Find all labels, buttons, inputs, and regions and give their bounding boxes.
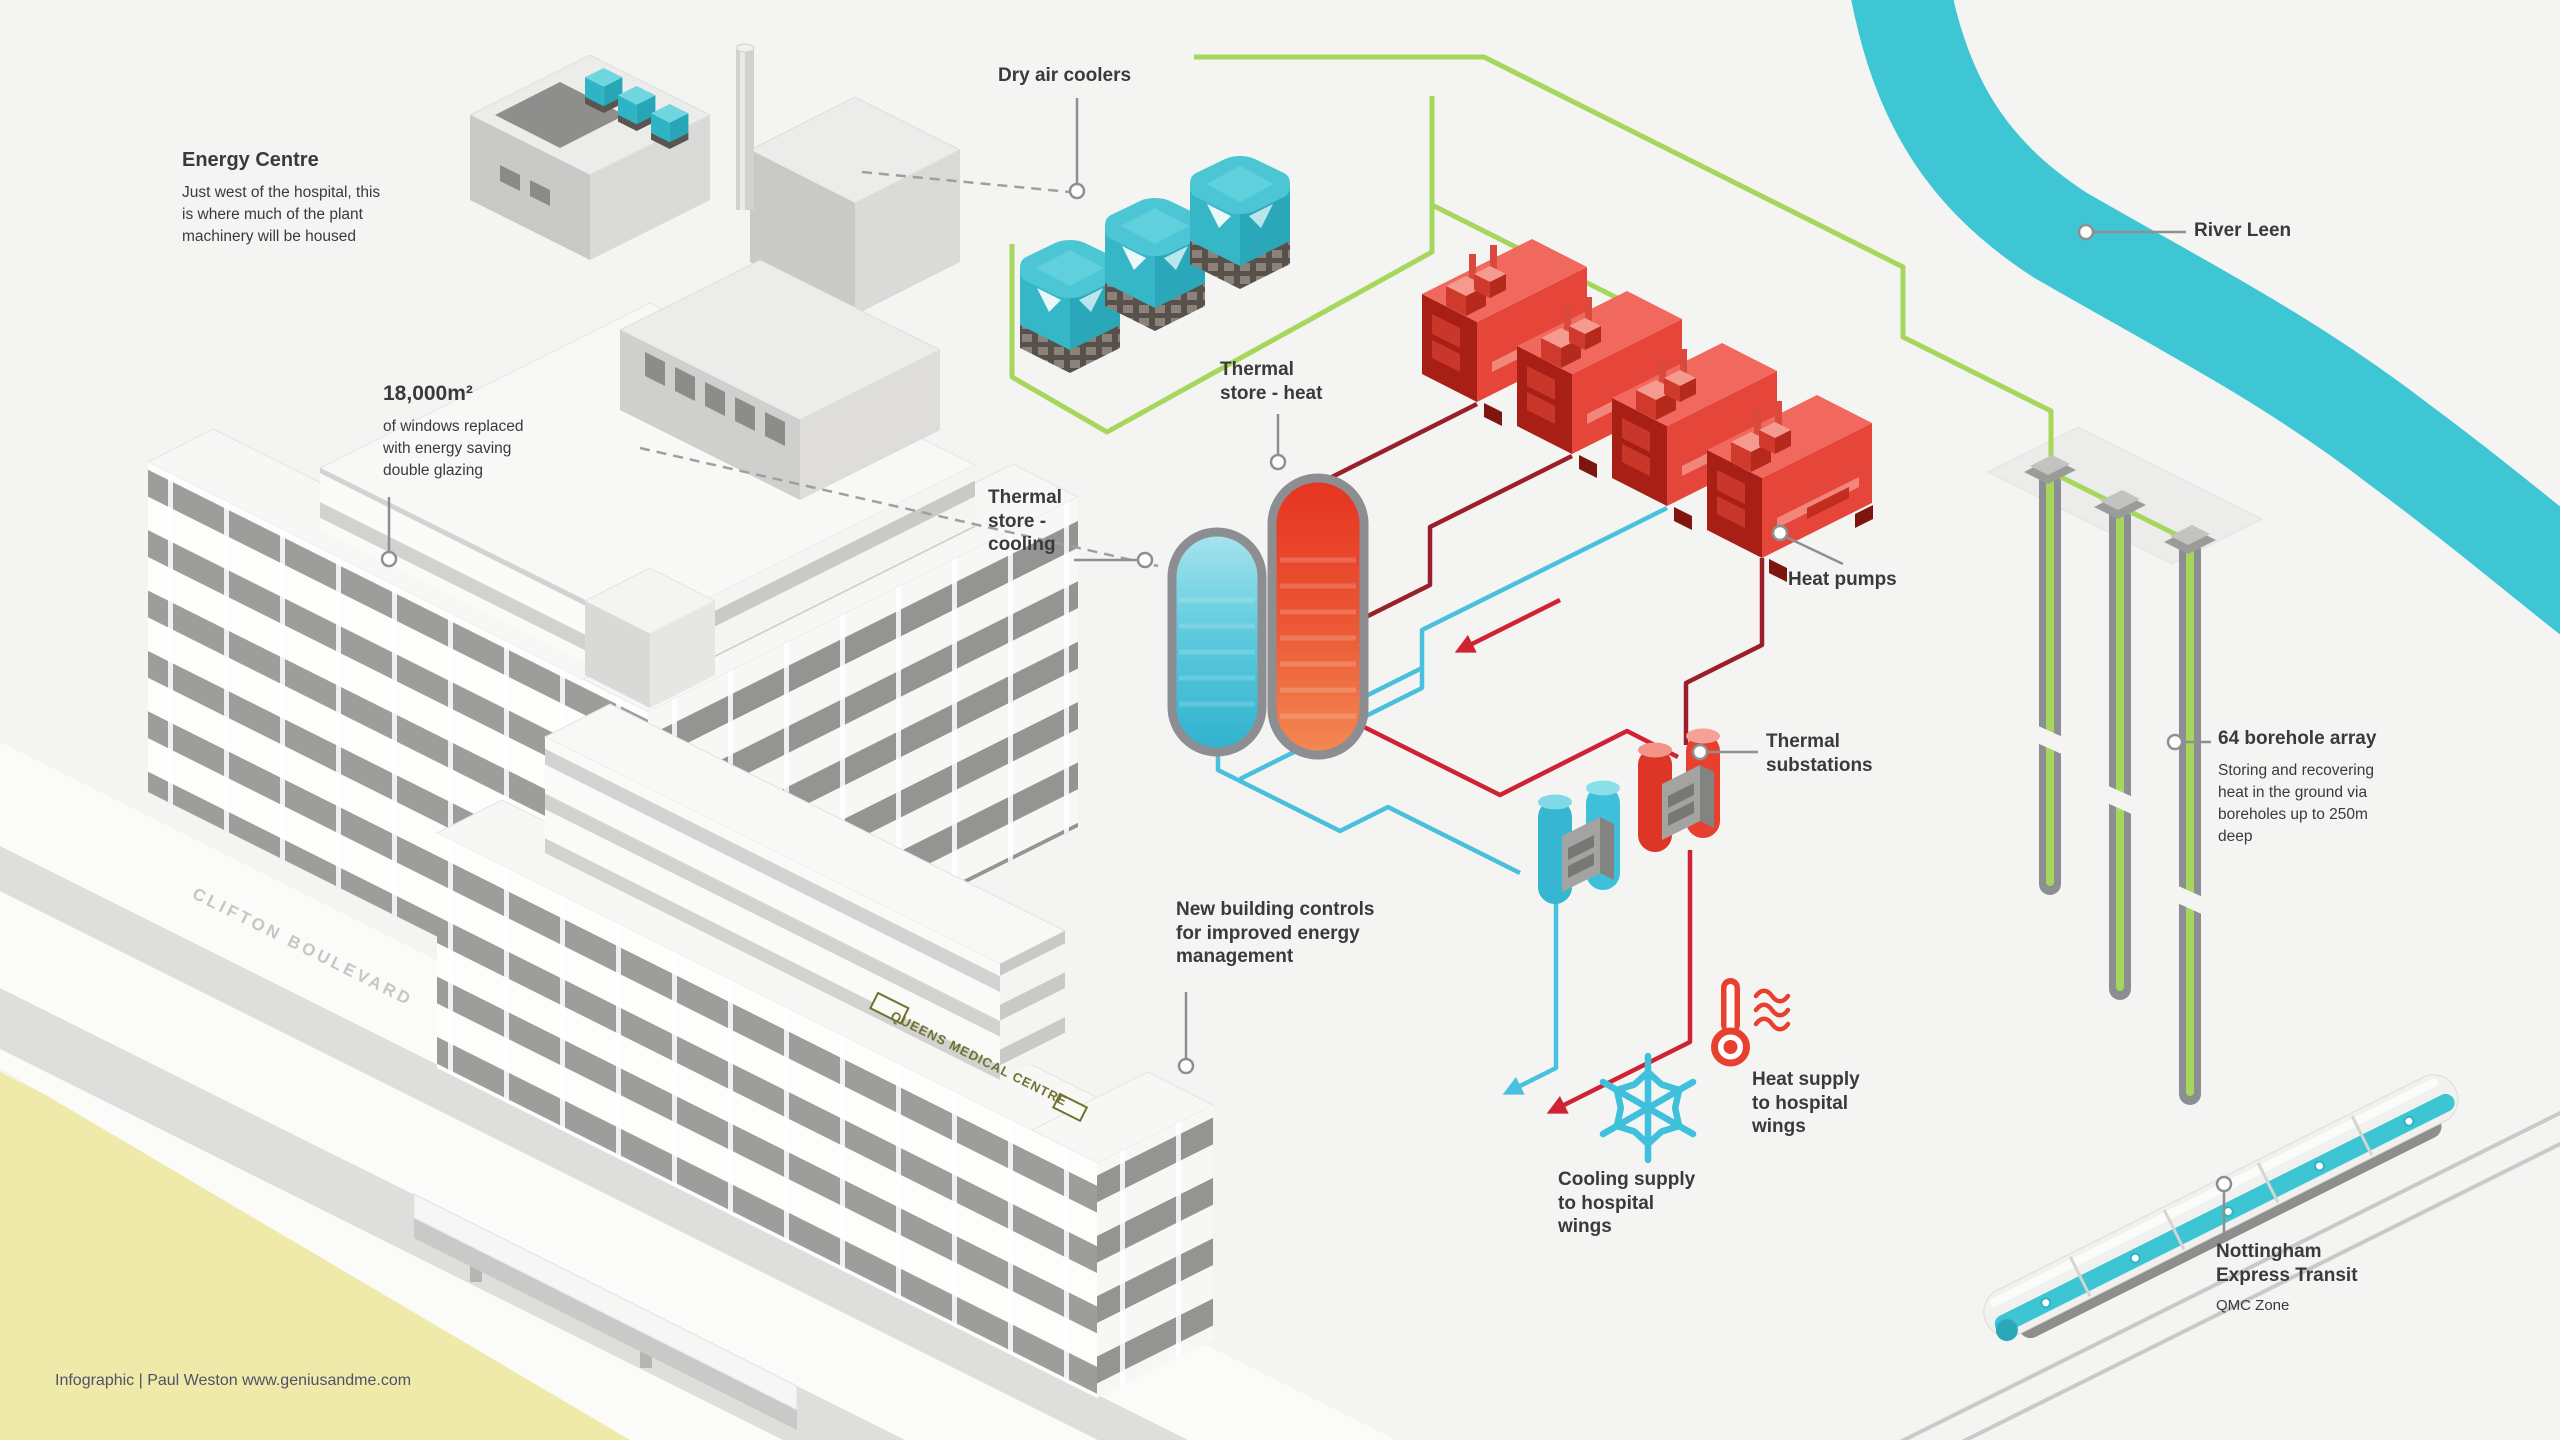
thermal-store-cooling-tank [1167,527,1267,757]
borehole-caps [2024,455,2216,554]
label-thermal-store-cooling: Thermal store - cooling [988,487,1062,556]
credit-line: Infographic | Paul Weston www.geniusandm… [55,1372,412,1389]
leader-rings [380,182,2233,1193]
red-pipes [1320,597,1693,1114]
label-energy-centre: Energy Centre Just west of the hospital,… [182,148,387,248]
heat-waves-icon [1753,988,1791,1032]
energy-centre-buildings [468,43,962,500]
thermal-store-heat-tank [1267,473,1369,760]
label-tram: Nottingham Express Transit QMC Zone [2216,1240,2361,1314]
walkway-bridge [413,1193,798,1430]
thermal-substation-heat [1638,728,1720,852]
building-sign-plates [869,991,1089,1123]
tram-zone: QMC Zone [2216,1297,2290,1315]
leader-lines [387,98,2226,1234]
borehole-desc: Storing and recovering heat in the groun… [2218,761,2374,845]
hospital-building-south [435,567,1215,1398]
label-heat-pumps: Heat pumps [1788,569,1897,590]
windows-title: 18,000m² [383,382,473,405]
label-cooling-supply: Cooling supply to hospital wings [1558,1169,1696,1238]
tram-title: Nottingham Express Transit [2216,1241,2358,1286]
label-dry-air-coolers: Dry air coolers [998,65,1132,86]
borehole-title: 64 borehole array [2218,728,2377,749]
label-borehole-array: 64 borehole array Storing and recovering… [2218,727,2396,848]
thermometer-icon [1711,978,1791,1067]
label-thermal-store-heat: Thermal store - heat [1220,359,1323,404]
label-river-leen: River Leen [2194,220,2292,241]
dry-air-coolers [1020,156,1290,373]
river [1851,0,2560,635]
snowflake-icon [1599,1052,1697,1164]
label-building-controls: New building controls for improved energ… [1176,899,1375,968]
energy-centre-title: Energy Centre [182,149,319,171]
tram-tracks [1899,1110,2560,1440]
dashed-connectors [639,170,1159,568]
windows-desc: of windows replaced with energy saving d… [383,418,524,480]
label-thermal-substations: Thermal substations [1766,731,1873,776]
label-heat-supply: Heat supply to hospital wings [1752,1069,1860,1138]
thermal-substation-cooling [1538,780,1620,904]
energy-centre-desc: Just west of the hospital, this is where… [182,183,381,245]
heat-pumps [1422,239,1873,582]
label-windows: 18,000m² of windows replaced with energy… [383,381,545,482]
